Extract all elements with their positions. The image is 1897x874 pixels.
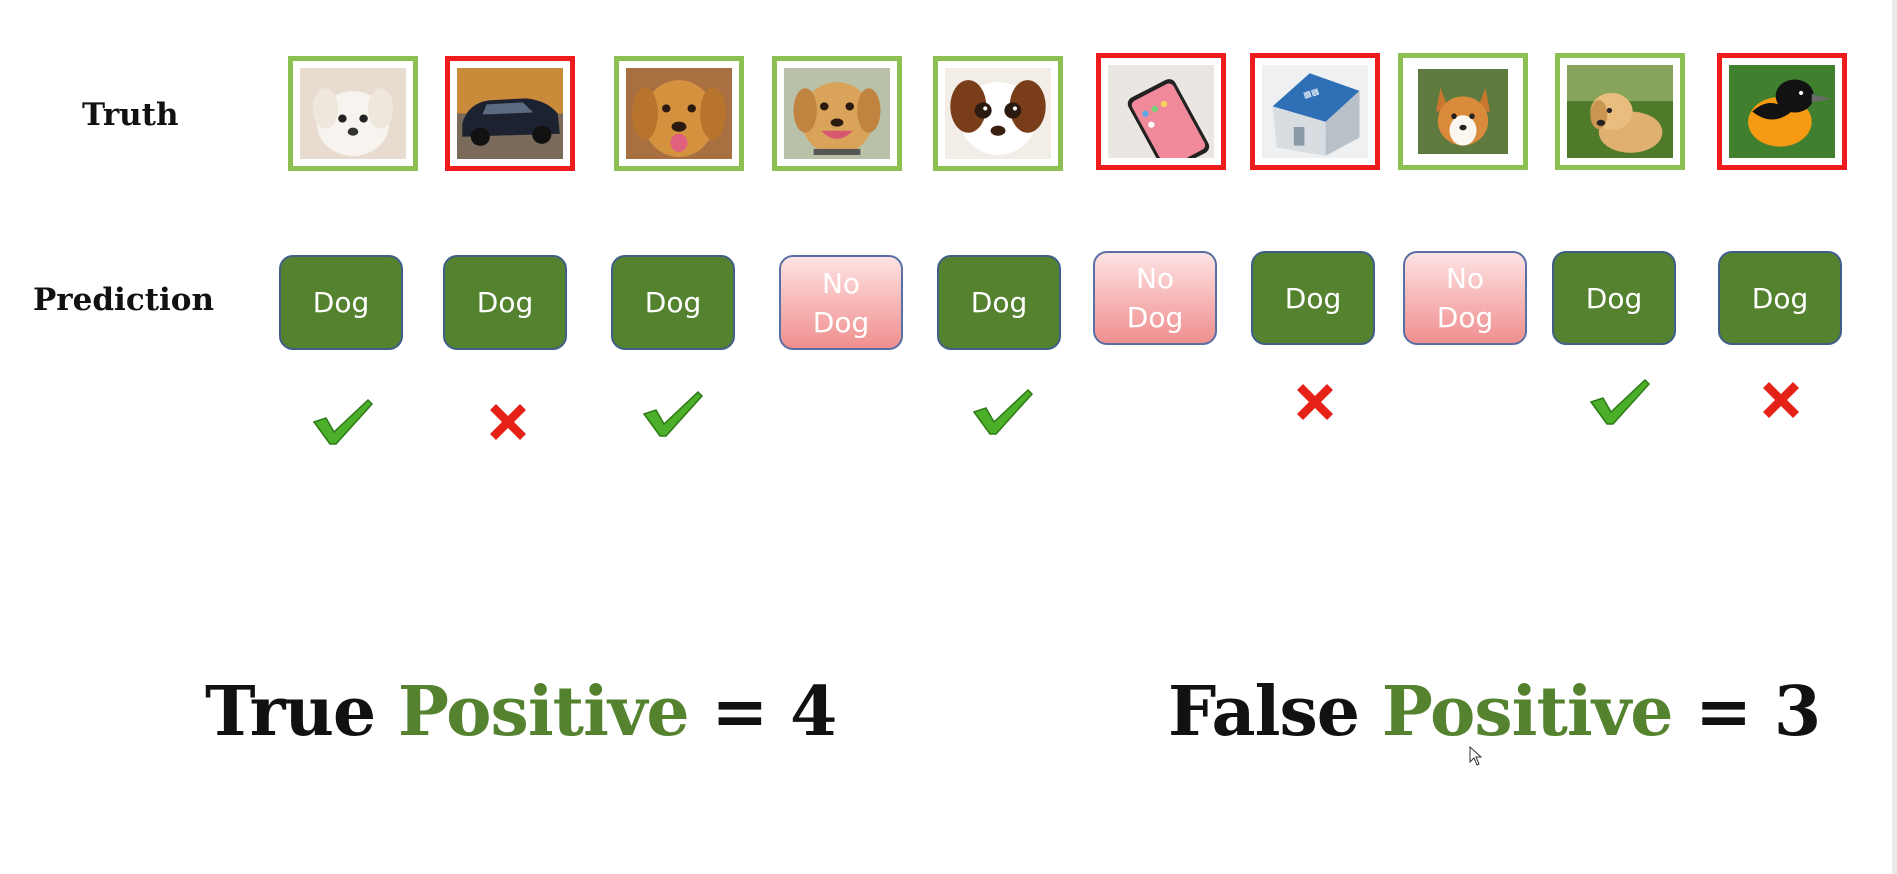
prediction-box-5: Dog [937,255,1061,350]
true-positive-formula: True Positive = 4 [205,672,837,752]
prediction-box-4: No Dog [779,255,903,350]
mouse-cursor-icon [1469,745,1483,770]
formula-word-true: True [205,672,376,752]
prediction-text: Dog [476,286,534,319]
formula-equals-value: = 4 [711,672,837,752]
prediction-box-6: No Dog [1093,251,1217,345]
prediction-box-8: No Dog [1403,251,1527,345]
truth-image-house: ▦▦ [1250,53,1380,170]
prediction-box-3: Dog [611,255,735,350]
prediction-text-line2: Dog [1126,301,1184,334]
prediction-text-line1: No [1135,262,1175,295]
prediction-text: Dog [1751,281,1809,315]
truth-image-puppy-grass [1555,53,1685,170]
prediction-box-2: Dog [443,255,567,350]
formula-equals-value: = 3 [1695,672,1821,752]
false-positive-formula: False Positive = 3 [1168,672,1821,752]
check-icon [642,390,704,438]
formula-word-false: False [1168,672,1360,752]
window-edge [1892,0,1897,874]
truth-image-spaniel [933,56,1063,171]
prediction-box-10: Dog [1718,251,1842,345]
svg-text:▦▦: ▦▦ [1302,86,1320,100]
truth-image-bird [1717,53,1847,170]
prediction-box-7: Dog [1251,251,1375,345]
check-icon [1589,378,1651,426]
truth-image-car [445,56,575,171]
prediction-text-line1: No [821,266,861,300]
prediction-text-line1: No [1445,262,1485,295]
truth-image-corgi [1398,53,1528,170]
formula-word-positive: Positive [1381,672,1674,752]
truth-image-golden-retriever-smiling [772,56,902,171]
check-icon [972,388,1034,436]
prediction-box-9: Dog [1552,251,1676,345]
prediction-text: Dog [970,286,1028,319]
prediction-text-line2: Dog [812,305,870,339]
prediction-text: Dog [644,286,702,319]
prediction-text: Dog [1284,281,1342,315]
truth-image-golden-retriever [614,56,744,171]
prediction-text: Dog [312,286,370,319]
truth-image-smartphone [1096,53,1226,170]
truth-image-white-puppy [288,56,418,171]
formula-word-positive: Positive [397,672,690,752]
prediction-text: Dog [1585,281,1643,315]
cross-icon [1759,378,1803,422]
check-icon [312,398,374,446]
prediction-box-1: Dog [279,255,403,350]
truth-row-label: Truth [82,97,179,133]
cross-icon [1293,380,1337,424]
prediction-row-label: Prediction [33,282,215,318]
prediction-text-line2: Dog [1436,301,1494,334]
cross-icon [486,400,530,444]
